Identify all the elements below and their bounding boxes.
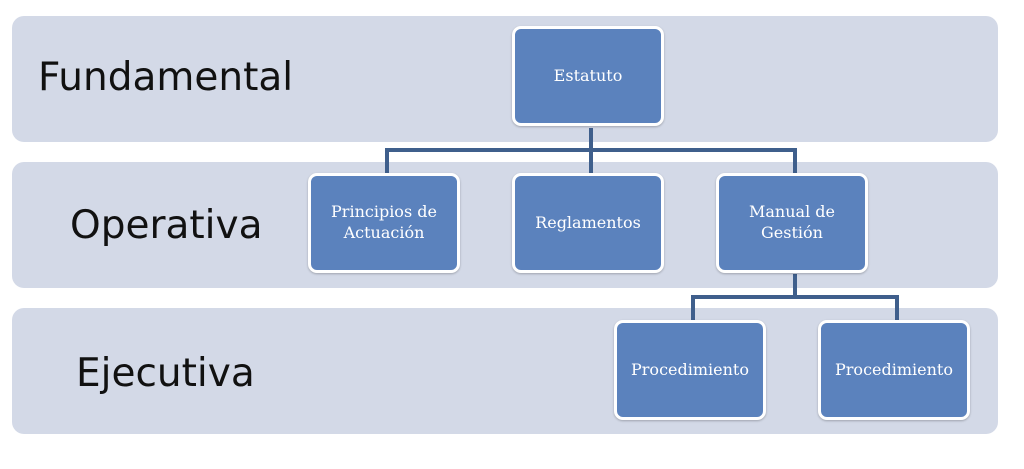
node-estatuto: Estatuto: [512, 26, 664, 126]
node-principios-label: Principios de Actuación: [331, 202, 437, 242]
level-label-fundamental: Fundamental: [38, 55, 294, 100]
node-procedimiento-1: Procedimiento: [614, 320, 766, 420]
level-label-ejecutiva: Ejecutiva: [76, 351, 255, 396]
node-procedimiento-2-label: Procedimiento: [835, 359, 953, 379]
node-reglamentos: Reglamentos: [512, 173, 664, 273]
node-manual-label: Manual de Gestión: [749, 202, 835, 242]
node-principios: Principios de Actuación: [308, 173, 460, 273]
level-label-operativa: Operativa: [70, 203, 263, 248]
node-reglamentos-label: Reglamentos: [535, 212, 641, 232]
node-procedimiento-1-label: Procedimiento: [631, 359, 749, 379]
node-estatuto-label: Estatuto: [553, 65, 623, 85]
node-procedimiento-2: Procedimiento: [818, 320, 970, 420]
level-band-fundamental: [12, 16, 998, 142]
node-manual: Manual de Gestión: [716, 173, 868, 273]
